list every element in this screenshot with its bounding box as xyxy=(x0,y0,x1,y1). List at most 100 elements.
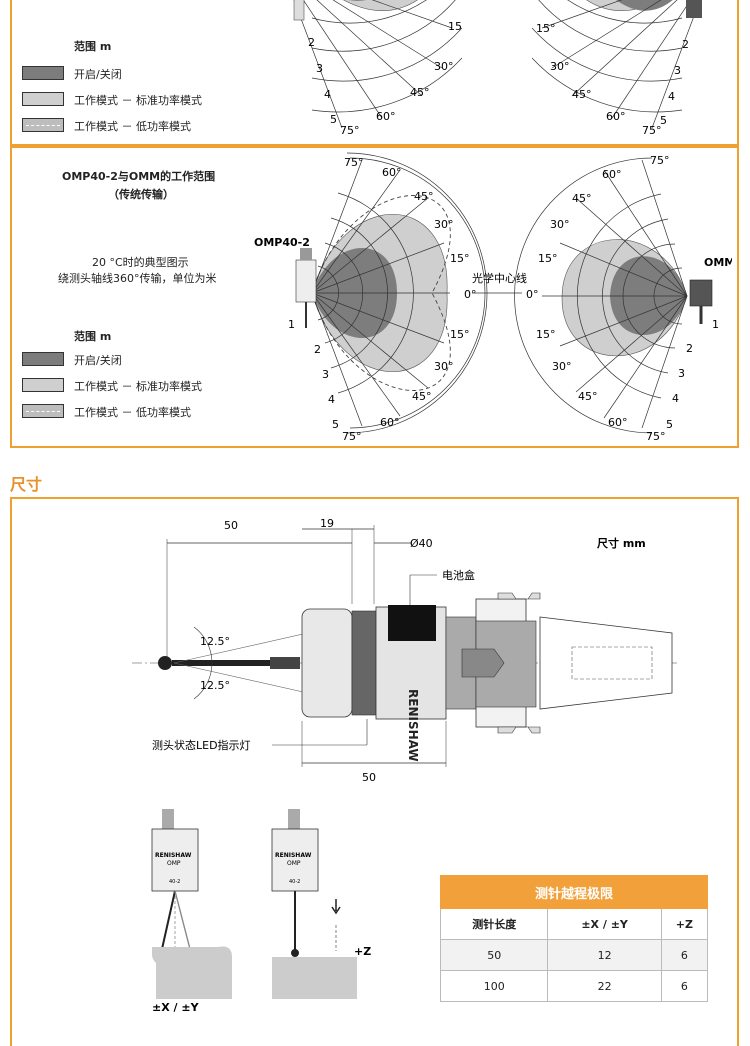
mid-legend-swatch-lowpower xyxy=(22,404,64,418)
mid-left-angle-75-bot: 75° xyxy=(342,430,362,443)
legend-label-lowpower: 工作模式 － 低功率模式 xyxy=(74,120,191,133)
mid-left-angle-60-bot: 60° xyxy=(380,416,400,429)
mid-legend-title: 范围 m xyxy=(74,330,112,343)
top-right-angle-15: 15° xyxy=(536,22,556,35)
overtravel-cell: 6 xyxy=(660,970,709,1002)
label-xy: ±X / ±Y xyxy=(152,1001,200,1014)
dim-50-bottom: 50 xyxy=(362,771,376,784)
mid-right-zero: 0° xyxy=(526,288,539,301)
sketch1-model-2: 40-2 xyxy=(169,879,180,885)
top-left-range-5: 5 xyxy=(330,113,337,126)
mid-left-angle-15-top: 15° xyxy=(450,252,470,265)
mid-left-range-5: 5 xyxy=(332,418,339,431)
mid-right-angle-30-top: 30° xyxy=(550,218,570,231)
overtravel-col-z: +Z xyxy=(660,908,709,940)
mid-left-range-2: 2 xyxy=(314,343,321,356)
top-left-range-diagram: 2 3 4 5 15° 30° 45° 60° 75° xyxy=(293,0,462,137)
mid-right-angle-30-bot: 30° xyxy=(552,360,572,373)
mid-desc-1: 20 °C时的典型图示 xyxy=(92,256,189,269)
legend-title: 范围 m xyxy=(74,40,112,53)
top-left-range-2: 2 xyxy=(308,36,315,49)
top-right-angle-75: 75° xyxy=(642,124,662,137)
mid-title: OMP40-2与OMM的工作范围 xyxy=(62,170,216,183)
mid-right-angle-45-top: 45° xyxy=(572,192,592,205)
mid-right-range-3: 3 xyxy=(678,367,685,380)
mid-right-angle-15-top: 15° xyxy=(538,252,558,265)
legend-swatch-standard xyxy=(22,92,64,106)
top-right-angle-45: 45° xyxy=(572,88,592,101)
mid-legend-label-lowpower: 工作模式 － 低功率模式 xyxy=(74,406,191,419)
overtravel-cell: 12 xyxy=(547,939,662,971)
sketch2-model-2: 40-2 xyxy=(289,879,300,885)
battery-label: 电池盒 xyxy=(442,568,475,582)
mid-right-angle-75-bot: 75° xyxy=(646,430,666,443)
mid-right-range-4: 4 xyxy=(672,392,679,405)
sketch1-model: OMP xyxy=(167,860,181,867)
sketch2-brand: RENISHAW xyxy=(275,852,312,859)
dimensions-units: 尺寸 mm xyxy=(597,536,646,550)
legend-swatch-lowpower xyxy=(22,118,64,132)
sketch1-brand: RENISHAW xyxy=(155,852,192,859)
top-left-range-4: 4 xyxy=(324,88,331,101)
dim-50-top: 50 xyxy=(224,519,238,532)
top-right-angle-60: 60° xyxy=(606,110,626,123)
mid-right-range-2: 2 xyxy=(686,342,693,355)
mid-probe-label: OMP40-2 xyxy=(254,236,310,249)
mid-left-range-4: 4 xyxy=(328,393,335,406)
table-row: 50 12 6 xyxy=(439,939,709,971)
mid-left-angle-15-bot: 15° xyxy=(450,328,470,341)
led-label: 测头状态LED指示灯 xyxy=(152,738,251,752)
mid-center-line-label: 光学中心线 xyxy=(472,271,527,285)
overtravel-table: 测针越程极限 测针长度 ±X / ±Y +Z 50 12 6 100 22 6 xyxy=(439,875,709,1002)
top-left-angle-75: 75° xyxy=(340,124,360,137)
mid-legend-swatch-onoff xyxy=(22,352,64,366)
mid-legend-label-standard: 工作模式 － 标准功率模式 xyxy=(74,380,202,393)
legend-swatch-onoff xyxy=(22,66,64,80)
mid-right-range-5: 5 xyxy=(666,418,673,431)
mid-left-angle-75-top: 75° xyxy=(344,156,364,169)
probe-dimension-drawing: 50 19 Ø40 尺寸 mm 电池盒 12.5° 12.5° RENISHAW xyxy=(132,517,677,784)
mid-left-angle-30-bot: 30° xyxy=(434,360,454,373)
mid-right-angle-45-bot: 45° xyxy=(578,390,598,403)
top-right-range-2: 2 xyxy=(682,38,689,51)
table-row: 100 22 6 xyxy=(439,970,709,1002)
mid-left-angle-45-top: 45° xyxy=(414,190,434,203)
mid-left-zero: 0° xyxy=(464,288,477,301)
top-left-range-3: 3 xyxy=(316,62,323,75)
mid-probe-range-1: 1 xyxy=(288,318,295,331)
mid-left-angle-45-bot: 45° xyxy=(412,390,432,403)
mid-legend-swatch-standard xyxy=(22,378,64,392)
top-right-range-diagram: 2 3 4 5 15° 30° 45° 60° 75° xyxy=(532,0,702,137)
top-left-angle-15: 15° xyxy=(448,20,462,33)
top-left-angle-30: 30° xyxy=(434,60,454,73)
mid-right-range-1: 1 xyxy=(712,318,719,331)
dim-19: 19 xyxy=(320,517,334,530)
legend-label-standard: 工作模式 － 标准功率模式 xyxy=(74,94,202,107)
legend-label-onoff: 开启/关闭 xyxy=(74,68,122,81)
sketch2-model: OMP xyxy=(287,860,301,867)
top-right-range-5: 5 xyxy=(660,114,667,127)
mid-left-range-3: 3 xyxy=(322,368,329,381)
top-range-panel: 范围 m 开启/关闭 工作模式 － 标准功率模式 工作模式 － 低功率模式 2 … xyxy=(10,0,739,146)
dim-diameter: Ø40 xyxy=(410,537,433,550)
omp-omm-range-panel: OMP40-2与OMM的工作范围 （传统传输） 20 °C时的典型图示 绕测头轴… xyxy=(10,146,739,448)
mid-receiver-label: OMM xyxy=(704,256,732,269)
overtravel-cell: 22 xyxy=(547,970,662,1002)
dimensions-section-title: 尺寸 xyxy=(10,475,43,494)
probe-side-brand: RENISHAW xyxy=(406,689,420,762)
dimensions-panel: 50 19 Ø40 尺寸 mm 电池盒 12.5° 12.5° RENISHAW xyxy=(10,497,739,1046)
mid-desc-2: 绕测头轴线360°传输，单位为米 xyxy=(58,272,217,285)
angle-lower: 12.5° xyxy=(200,679,230,692)
top-left-angle-45: 45° xyxy=(410,86,430,99)
label-z: +Z xyxy=(354,945,371,958)
mid-right-angle-60-bot: 60° xyxy=(608,416,628,429)
mid-right-angle-60-top: 60° xyxy=(602,168,622,181)
mid-right-angle-15-bot: 15° xyxy=(536,328,556,341)
overtravel-cell: 50 xyxy=(439,939,549,971)
mid-left-angle-30-top: 30° xyxy=(434,218,454,231)
top-right-angle-30: 30° xyxy=(550,60,570,73)
top-left-angle-60: 60° xyxy=(376,110,396,123)
angle-upper: 12.5° xyxy=(200,635,230,648)
mid-left-angle-60-top: 60° xyxy=(382,166,402,179)
overtravel-cell: 100 xyxy=(439,970,549,1002)
